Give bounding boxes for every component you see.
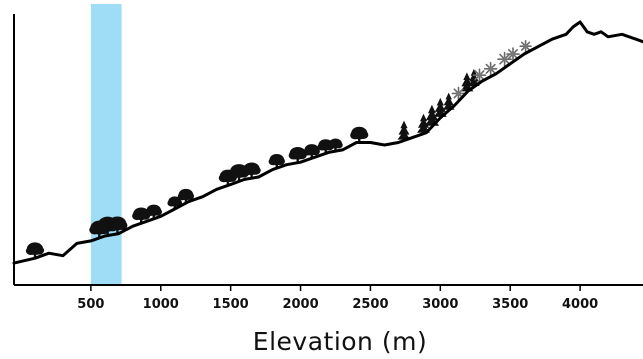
conifer-crown	[460, 72, 474, 92]
shrub-core	[502, 56, 507, 62]
broadleaf-tree-icon	[328, 138, 343, 152]
tree-crown-lobe	[303, 147, 313, 156]
conifer-crown	[397, 120, 411, 140]
shrub-core	[510, 51, 516, 57]
tree-crown-lobe	[34, 246, 45, 255]
tree-crown-lobe	[328, 141, 337, 149]
broadleaf-tree-icon	[25, 242, 45, 259]
shrub-core	[477, 73, 482, 78]
x-tick-label: 4000	[562, 297, 598, 312]
tree-crown-lobe	[96, 221, 109, 232]
tree-crown-lobe	[276, 157, 285, 165]
broadleaf-tree-icon	[303, 144, 320, 159]
tree-crown-lobe	[250, 166, 261, 175]
conifer-crown	[433, 97, 447, 117]
tree-trunk	[310, 152, 313, 159]
shrub-core	[488, 66, 493, 71]
tree-crown-lobe	[317, 142, 327, 151]
shrub-core	[456, 91, 461, 96]
tree-trunk	[139, 216, 143, 224]
tree-trunk	[250, 171, 253, 179]
tree-crown-lobe	[167, 199, 176, 207]
conifer-crown	[442, 92, 455, 110]
tree-trunk	[173, 203, 176, 209]
tree-crown-lobe	[25, 246, 36, 256]
axes-frame	[13, 14, 643, 286]
x-tick-label: 500	[77, 297, 104, 312]
tree-crown-lobe	[185, 192, 195, 200]
x-tick-label: 1000	[143, 297, 179, 312]
tree-crown-lobe	[132, 211, 142, 221]
x-tick-label: 1500	[213, 297, 249, 312]
terrain-layer	[12, 20, 643, 265]
tree-crown-lobe	[107, 221, 119, 231]
x-tick-label: 3000	[422, 297, 458, 312]
broadleaf-tree-icon	[177, 188, 195, 204]
tree-crown-lobe	[334, 141, 343, 149]
alpine-shrub-icon	[483, 61, 498, 77]
tree-crown-lobe	[358, 130, 369, 140]
broadleaf-tree-icon	[132, 207, 151, 224]
vegetation-layer	[25, 39, 532, 259]
tree-trunk	[33, 251, 37, 259]
tree-crown-lobe	[311, 147, 320, 156]
broadleaf-tree-icon	[268, 153, 285, 169]
highlight-band-layer	[90, 4, 122, 285]
alpine-shrub-icon	[506, 47, 520, 62]
broadleaf-tree-icon	[107, 216, 128, 234]
x-tick-label: 2500	[352, 297, 388, 312]
tree-trunk	[358, 136, 361, 143]
x-axis-title: Elevation (m)	[253, 327, 427, 356]
broadleaf-tree-icon	[288, 146, 307, 163]
tree-trunk	[226, 179, 230, 186]
broadleaf-tree-icon	[242, 162, 261, 179]
tree-trunk	[98, 231, 101, 238]
alpine-shrub-icon	[497, 51, 513, 68]
tree-crown-lobe	[288, 151, 299, 160]
tree-trunk	[116, 226, 119, 234]
tree-crown-lobe	[153, 208, 162, 216]
tree-crown-lobe	[350, 130, 360, 140]
x-tick-label: 2000	[282, 297, 318, 312]
conifer-crown	[417, 113, 430, 133]
shrub-core	[523, 44, 528, 49]
tree-crown-lobe	[145, 208, 155, 216]
x-axis-ticks: 500 1000 1500 2000 2500 3000 3500 4000	[77, 285, 598, 312]
highlight-band	[90, 4, 122, 285]
conifer-crown	[424, 104, 440, 126]
tree-crown-lobe	[177, 192, 187, 201]
tree-trunk	[296, 156, 299, 163]
tree-trunk	[324, 147, 327, 154]
tree-trunk	[334, 146, 337, 152]
tree-crown-lobe	[116, 220, 128, 230]
alpine-shrub-icon	[519, 39, 532, 54]
tree-crown-lobe	[242, 166, 253, 176]
broadleaf-tree-icon	[350, 126, 369, 143]
tree-trunk	[184, 197, 188, 204]
x-tick-label: 3500	[492, 297, 528, 312]
terrain-profile-line	[12, 20, 643, 265]
tree-crown-lobe	[229, 168, 240, 178]
tree-crown-lobe	[268, 157, 278, 166]
tree-crown-lobe	[218, 173, 229, 183]
broadleaf-tree-icon	[145, 204, 162, 219]
conifer-crown	[468, 68, 480, 86]
